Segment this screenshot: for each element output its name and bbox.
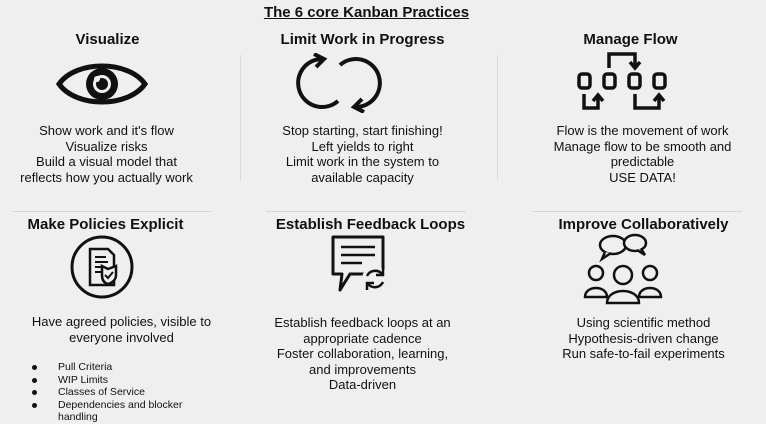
text-line: Show work and it's flow [39, 123, 174, 138]
text-line: USE DATA! [609, 169, 676, 185]
practice-heading: Limit Work in Progress [280, 31, 445, 48]
team-icon [583, 233, 663, 305]
practice-visualize: Visualize [0, 31, 235, 48]
text-line: Limit work in the system to [285, 154, 440, 169]
text-line: Run safe-to-fail experiments [562, 346, 725, 361]
practice-text: Stop starting, start finishing! Left yie… [225, 123, 500, 185]
policy-list: Pull Criteria WIP Limits Classes of Serv… [32, 361, 222, 424]
practice-heading: Manage Flow [583, 31, 678, 48]
text-line: Data-driven [328, 377, 397, 392]
policy-document-icon [70, 235, 134, 299]
text-line: available capacity [311, 169, 414, 185]
text-line: and improvements [309, 361, 416, 377]
eye-icon [56, 63, 148, 105]
practice-improve: Improve Collaboratively [516, 216, 766, 233]
practice-text: Flow is the movement of work Manage flow… [505, 123, 766, 185]
column-divider [240, 55, 241, 180]
feedback-icon [331, 235, 388, 292]
practice-heading: Make Policies Explicit [27, 216, 184, 233]
row-divider [266, 211, 466, 212]
practice-text: Establish feedback loops at an appropria… [225, 315, 500, 393]
list-item: Pull Criteria [32, 361, 222, 374]
practice-text: Show work and it's flow Visualize risks … [0, 123, 243, 185]
text-line: Hypothesis-driven change [568, 330, 719, 346]
loop-arrows-icon [296, 53, 382, 113]
text-line: Have agreed policies, visible to [31, 314, 212, 329]
practice-limit-wip: Limit Work in Progress [235, 31, 490, 48]
text-line: appropriate cadence [303, 330, 422, 346]
list-item: WIP Limits [32, 374, 222, 387]
practice-text: Using scientific method Hypothesis-drive… [506, 315, 766, 362]
text-line: Visualize risks [65, 138, 148, 154]
row-divider [532, 211, 742, 212]
text-line: Build a visual model that [36, 154, 177, 169]
practice-text: Have agreed policies, visible to everyon… [0, 314, 258, 345]
practice-feedback: Establish Feedback Loops [243, 216, 498, 233]
text-line: Foster collaboration, learning, [276, 346, 449, 361]
text-line: Establish feedback loops at an [274, 315, 451, 330]
practice-manage-flow: Manage Flow [503, 31, 758, 48]
text-line: Using scientific method [576, 315, 711, 330]
text-line: Left yields to right [311, 138, 414, 154]
text-line: Manage flow to be smooth and [553, 138, 732, 154]
flow-icon [577, 52, 667, 110]
list-item: Classes of Service [32, 386, 222, 399]
column-divider [497, 55, 498, 180]
list-item: Dependencies and blocker handling [32, 399, 222, 424]
practice-heading: Improve Collaboratively [558, 216, 729, 233]
text-line: Stop starting, start finishing! [282, 123, 443, 138]
page-title: The 6 core Kanban Practices [263, 4, 470, 21]
practice-heading: Establish Feedback Loops [275, 216, 466, 233]
row-divider [132, 323, 154, 324]
text-line: reflects how you actually work [20, 169, 193, 185]
practice-heading: Visualize [75, 31, 140, 48]
row-divider [12, 211, 212, 212]
text-line: Flow is the movement of work [556, 123, 729, 138]
text-line: everyone involved [69, 329, 174, 345]
text-line: predictable [610, 154, 675, 169]
practice-policies: Make Policies Explicit [0, 216, 233, 233]
